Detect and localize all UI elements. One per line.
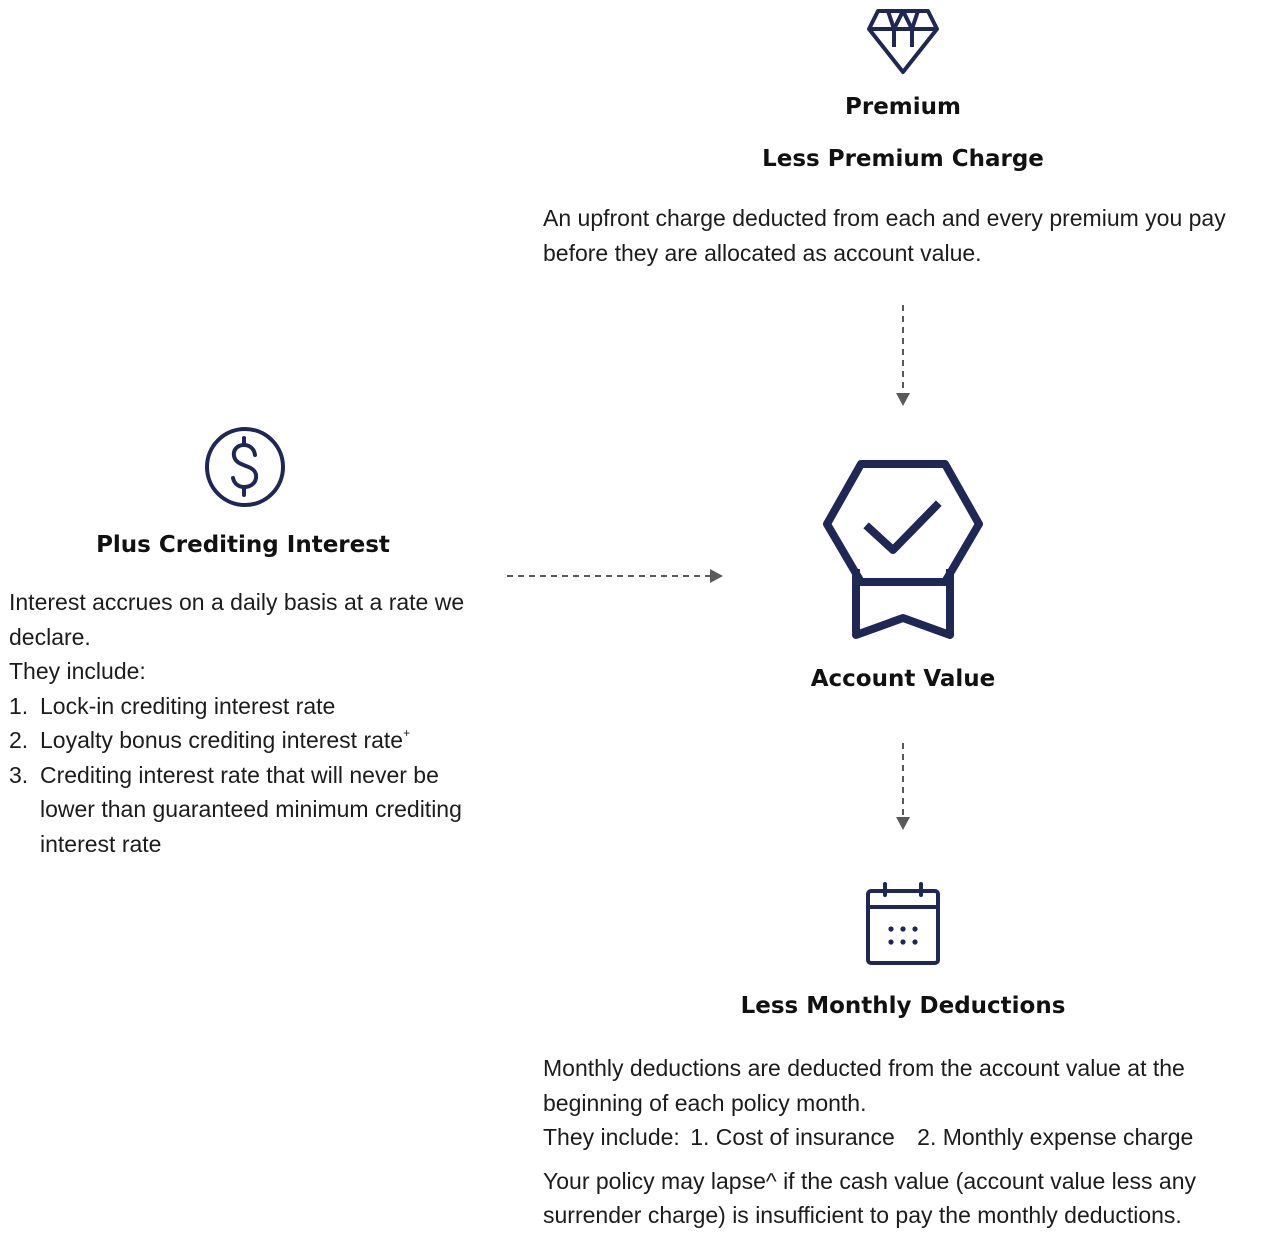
list-item-number: 1. bbox=[690, 1124, 710, 1150]
list-item-number: 1. bbox=[9, 692, 29, 719]
interest-list-item: 3. Crediting interest rate that will neve… bbox=[9, 758, 470, 862]
deductions-include-label: They include: bbox=[543, 1124, 680, 1150]
list-item-text: Crediting interest rate that will never … bbox=[40, 761, 462, 857]
loyalty-footnote-marker: + bbox=[403, 726, 411, 740]
list-item-number: 2. bbox=[917, 1124, 937, 1150]
interest-list-item: 2. Loyalty bonus crediting interest rate+ bbox=[9, 723, 479, 758]
premium-title: Premium bbox=[845, 94, 961, 120]
list-item-number: 3. bbox=[9, 761, 29, 788]
account-to-deductions-arrow bbox=[896, 743, 910, 830]
account-value-title: Account Value bbox=[810, 666, 996, 692]
deductions-include-row: They include: 1. Cost of insurance 2. Mo… bbox=[543, 1120, 1263, 1155]
list-item-text: Loyalty bonus crediting interest rate bbox=[40, 727, 404, 753]
calendar-icon bbox=[866, 882, 940, 965]
deductions-item: 2. Monthly expense charge bbox=[917, 1120, 1193, 1155]
interest-list-item: 1. Lock-in crediting interest rate bbox=[9, 689, 479, 724]
interest-description: Interest accrues on a daily basis at a r… bbox=[9, 589, 465, 650]
diamond-icon bbox=[867, 9, 939, 74]
interest-description-block: Interest accrues on a daily basis at a r… bbox=[9, 585, 479, 861]
lapse-note: Your policy may lapse^ if the cash value… bbox=[543, 1167, 1197, 1229]
interest-include-label: They include: bbox=[9, 658, 146, 684]
interest-to-account-arrow bbox=[507, 569, 723, 583]
deductions-item: 1. Cost of insurance bbox=[690, 1120, 895, 1155]
premium-to-account-arrow bbox=[896, 305, 910, 406]
deductions-description-block: Monthly deductions are deducted from the… bbox=[543, 1051, 1263, 1233]
award-badge-check-icon bbox=[823, 460, 983, 639]
dollar-coin-icon bbox=[205, 427, 285, 507]
list-item-text: Lock-in crediting interest rate bbox=[40, 692, 336, 719]
list-item-text: Monthly expense charge bbox=[942, 1124, 1194, 1150]
premium-description: An upfront charge deducted from each and… bbox=[543, 205, 1226, 266]
deductions-description: Monthly deductions are deducted from the… bbox=[543, 1055, 1185, 1116]
interest-list: 1. Lock-in crediting interest rate 2. Loya… bbox=[9, 689, 479, 862]
premium-subtitle: Less Premium Charge bbox=[762, 146, 1044, 172]
list-item-number: 2. bbox=[9, 727, 29, 753]
list-item-text: Cost of insurance bbox=[715, 1124, 895, 1150]
deductions-title: Less Monthly Deductions bbox=[740, 993, 1066, 1019]
interest-title: Plus Crediting Interest bbox=[96, 532, 390, 558]
